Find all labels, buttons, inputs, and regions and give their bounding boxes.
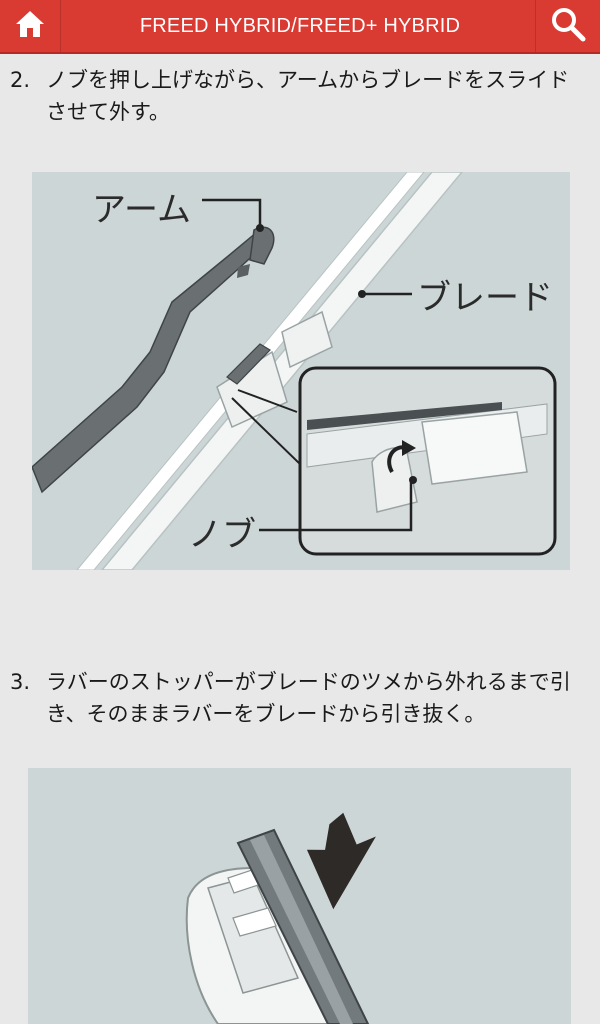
home-button[interactable] (0, 0, 61, 52)
step-text: ラバーのストッパーがブレードのツメから外れるまで引き、そのままラバーをブレードか… (46, 670, 571, 726)
top-bar: FREED HYBRID/FREED+ HYBRID (0, 0, 600, 54)
step-2: 2. ノブを押し上げながら、アームからブレードをスライドさせて外す。 (10, 64, 590, 128)
search-button[interactable] (535, 0, 600, 52)
search-icon (550, 6, 586, 46)
label-blade: ブレード (417, 278, 553, 318)
illustration-rubber-pull (185, 812, 376, 1024)
page-title: FREED HYBRID/FREED+ HYBRID (139, 14, 461, 37)
figure-remove-rubber (28, 768, 571, 1024)
step-number: 2. (10, 68, 31, 92)
home-icon (14, 9, 46, 43)
illustration-arm-blade (32, 172, 557, 570)
step-3: 3. ラバーのストッパーがブレードのツメから外れるまで引き、そのままラバーをブレ… (10, 666, 590, 730)
step-text: ノブを押し上げながら、アームからブレードをスライドさせて外す。 (46, 68, 570, 124)
label-arm: アーム (92, 190, 191, 230)
step-number: 3. (10, 670, 31, 694)
figure-remove-blade: アーム ブレード ノブ (32, 172, 570, 570)
label-knob: ノブ (188, 515, 256, 555)
